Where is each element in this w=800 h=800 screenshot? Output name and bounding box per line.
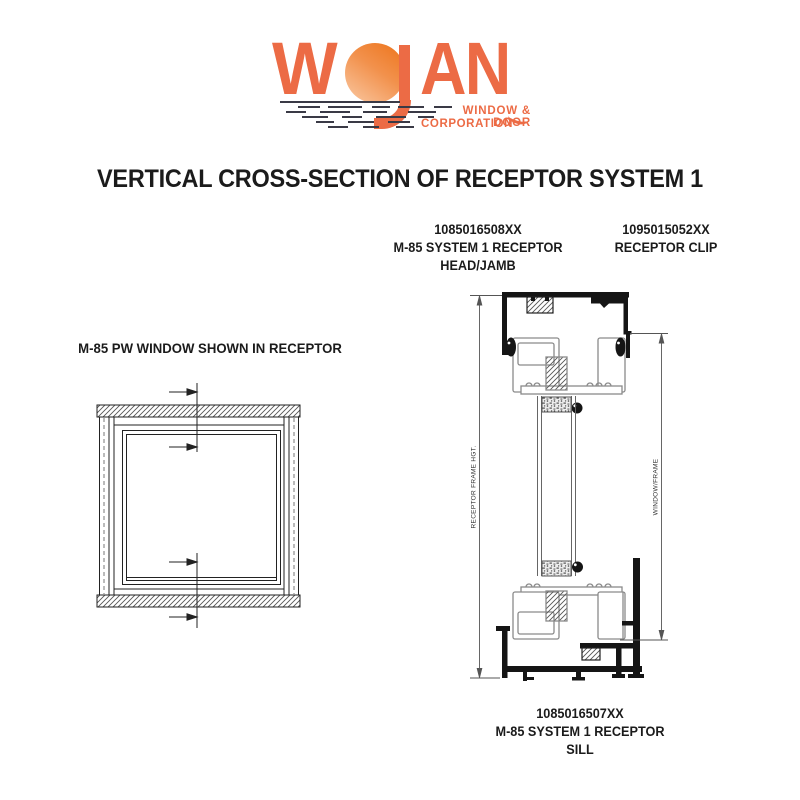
logo-letter-j-stem: [399, 45, 410, 102]
page-title: VERTICAL CROSS-SECTION OF RECEPTOR SYSTE…: [97, 165, 703, 193]
window-shown-note: M-85 PW WINDOW SHOWN IN RECEPTOR: [78, 340, 342, 356]
logo-letters-an: AN: [420, 27, 511, 110]
receptor-clip-sill: [622, 558, 644, 678]
receptor-head-profile: [502, 292, 632, 358]
receptor-sill-profile: [496, 626, 642, 681]
top-receptor-hatch: [96, 404, 301, 418]
head-gasket-right: [615, 337, 626, 357]
dimension-label-receptor-frame: RECEPTOR FRAME HGT.: [471, 446, 478, 529]
glass-spacer-top: [541, 396, 572, 413]
callout-head-description: M-85 SYSTEM 1 RECEPTOR: [393, 240, 563, 255]
glass-unit: [537, 396, 576, 577]
window-frame-head: [506, 337, 626, 414]
sill-thermal-break: [545, 590, 568, 622]
receptor-clip-head: [591, 292, 628, 308]
section-cut-arrows: [169, 388, 199, 621]
window-outer-frame: [99, 416, 299, 596]
callout-sill-description: M-85 SYSTEM 1 RECEPTOR: [495, 724, 665, 739]
dimension-receptor-frame-hgt: RECEPTOR FRAME HGT.: [470, 295, 502, 679]
callout-head-part-number: 1085016508XX: [434, 222, 522, 237]
window-sash-frame: [122, 430, 281, 585]
callout-receptor-clip: 1095015052XX RECEPTOR CLIP: [615, 221, 718, 257]
glazing-gasket-bottom: [572, 561, 583, 573]
head-thermal-break: [545, 356, 568, 391]
sun-icon: [345, 43, 405, 103]
callout-sill: 1085016507XX M-85 SYSTEM 1 RECEPTOR SILL: [495, 705, 664, 759]
logo-letter-w: W: [272, 27, 338, 110]
glass-spacer-bottom: [541, 560, 572, 577]
dimension-label-window-frame: WINDOW/FRAME: [653, 458, 660, 515]
head-screw-boss: [526, 296, 554, 314]
wojan-logo: W AN WINDOW & DOOR CO: [268, 28, 538, 158]
callout-sill-location: SILL: [566, 742, 594, 757]
window-frame-sill: [512, 561, 626, 640]
logo-subtitle-corporation: CORPORATION: [421, 118, 513, 130]
callout-head-location: HEAD/JAMB: [440, 258, 516, 273]
callout-head-jamb: 1085016508XX M-85 SYSTEM 1 RECEPTOR HEAD…: [393, 221, 562, 275]
glazing-gasket-top: [571, 402, 583, 414]
dimension-window-frame: WINDOW/FRAME: [620, 333, 668, 641]
callout-sill-part-number: 1085016507XX: [536, 706, 624, 721]
window-elevation-diagram: [96, 383, 301, 628]
logo-letter-j-hook: [374, 100, 411, 129]
callout-clip-part-number: 1095015052XX: [622, 222, 710, 237]
cross-section-diagram: RECEPTOR FRAME HGT. WINDOW/FRAME: [470, 292, 668, 681]
sill-screw-boss: [581, 647, 601, 661]
head-gasket-left: [506, 337, 516, 357]
logo-subtitle-window-door: WINDOW & DOOR: [462, 105, 531, 129]
bottom-receptor-hatch: [96, 594, 301, 608]
callout-clip-description: RECEPTOR CLIP: [614, 240, 718, 255]
